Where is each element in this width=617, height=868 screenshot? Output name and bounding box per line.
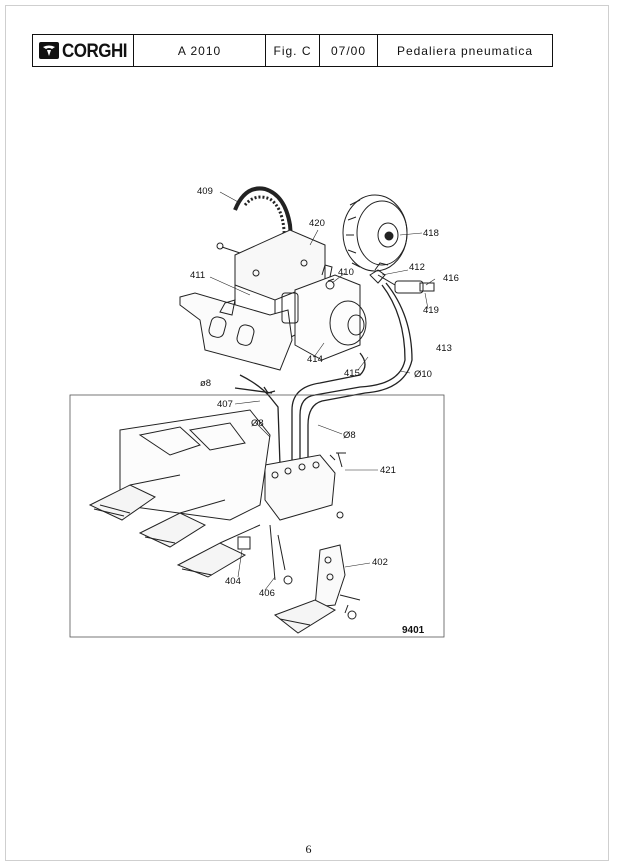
- callout-412: 412: [409, 262, 425, 273]
- page-frame: [5, 5, 609, 861]
- figure-code: 9401: [402, 625, 425, 636]
- callout-diameter-10: Ø10: [414, 369, 432, 380]
- callout-diameter-8-right: Ø8: [343, 430, 356, 441]
- pneumatic-hoses: [234, 282, 413, 467]
- model-number: A 2010: [134, 35, 266, 66]
- motor-bracket: [216, 229, 326, 346]
- valve-block: [264, 452, 346, 521]
- brand-logo: CORGHI: [33, 35, 134, 66]
- callout-409: 409: [197, 186, 213, 197]
- callout-420: 420: [309, 218, 325, 229]
- pedal-assembly: [88, 409, 361, 634]
- callout-414: 414: [307, 354, 323, 365]
- callout-415: 415: [344, 368, 360, 379]
- callout-402: 402: [372, 557, 388, 568]
- page-number: 6: [305, 842, 312, 856]
- callout-421: 421: [380, 465, 396, 476]
- callout-411: 411: [190, 270, 206, 281]
- callout-407: 407: [217, 399, 233, 410]
- exploded-view-drawing: [69, 186, 445, 638]
- brand-name: CORGHI: [62, 39, 128, 61]
- figure-label: Fig. C: [266, 35, 320, 66]
- callout-diameter-8-top: ø8: [200, 378, 212, 389]
- callout-diameter-8-left: Ø8: [251, 418, 264, 429]
- document-title: Pedaliera pneumatica: [396, 43, 534, 58]
- header-table: CORGHI A 2010 Fig. C 07/00 Pedaliera pne…: [32, 34, 553, 67]
- pulley: [342, 194, 408, 272]
- fittings: [325, 262, 435, 294]
- revision-date: 07/00: [320, 35, 378, 66]
- timing-belt: [233, 186, 294, 251]
- callout-406: 406: [259, 588, 275, 599]
- leader-lines: [209, 191, 436, 591]
- callout-418: 418: [423, 228, 439, 239]
- callout-416: 416: [443, 273, 459, 284]
- callout-410: 410: [338, 267, 354, 278]
- motor: [281, 264, 367, 361]
- corghi-mark-icon: [39, 42, 59, 59]
- callout-413: 413: [436, 343, 452, 354]
- callout-404: 404: [225, 576, 241, 587]
- mounting-plate: [179, 292, 293, 371]
- callout-419: 419: [423, 305, 439, 316]
